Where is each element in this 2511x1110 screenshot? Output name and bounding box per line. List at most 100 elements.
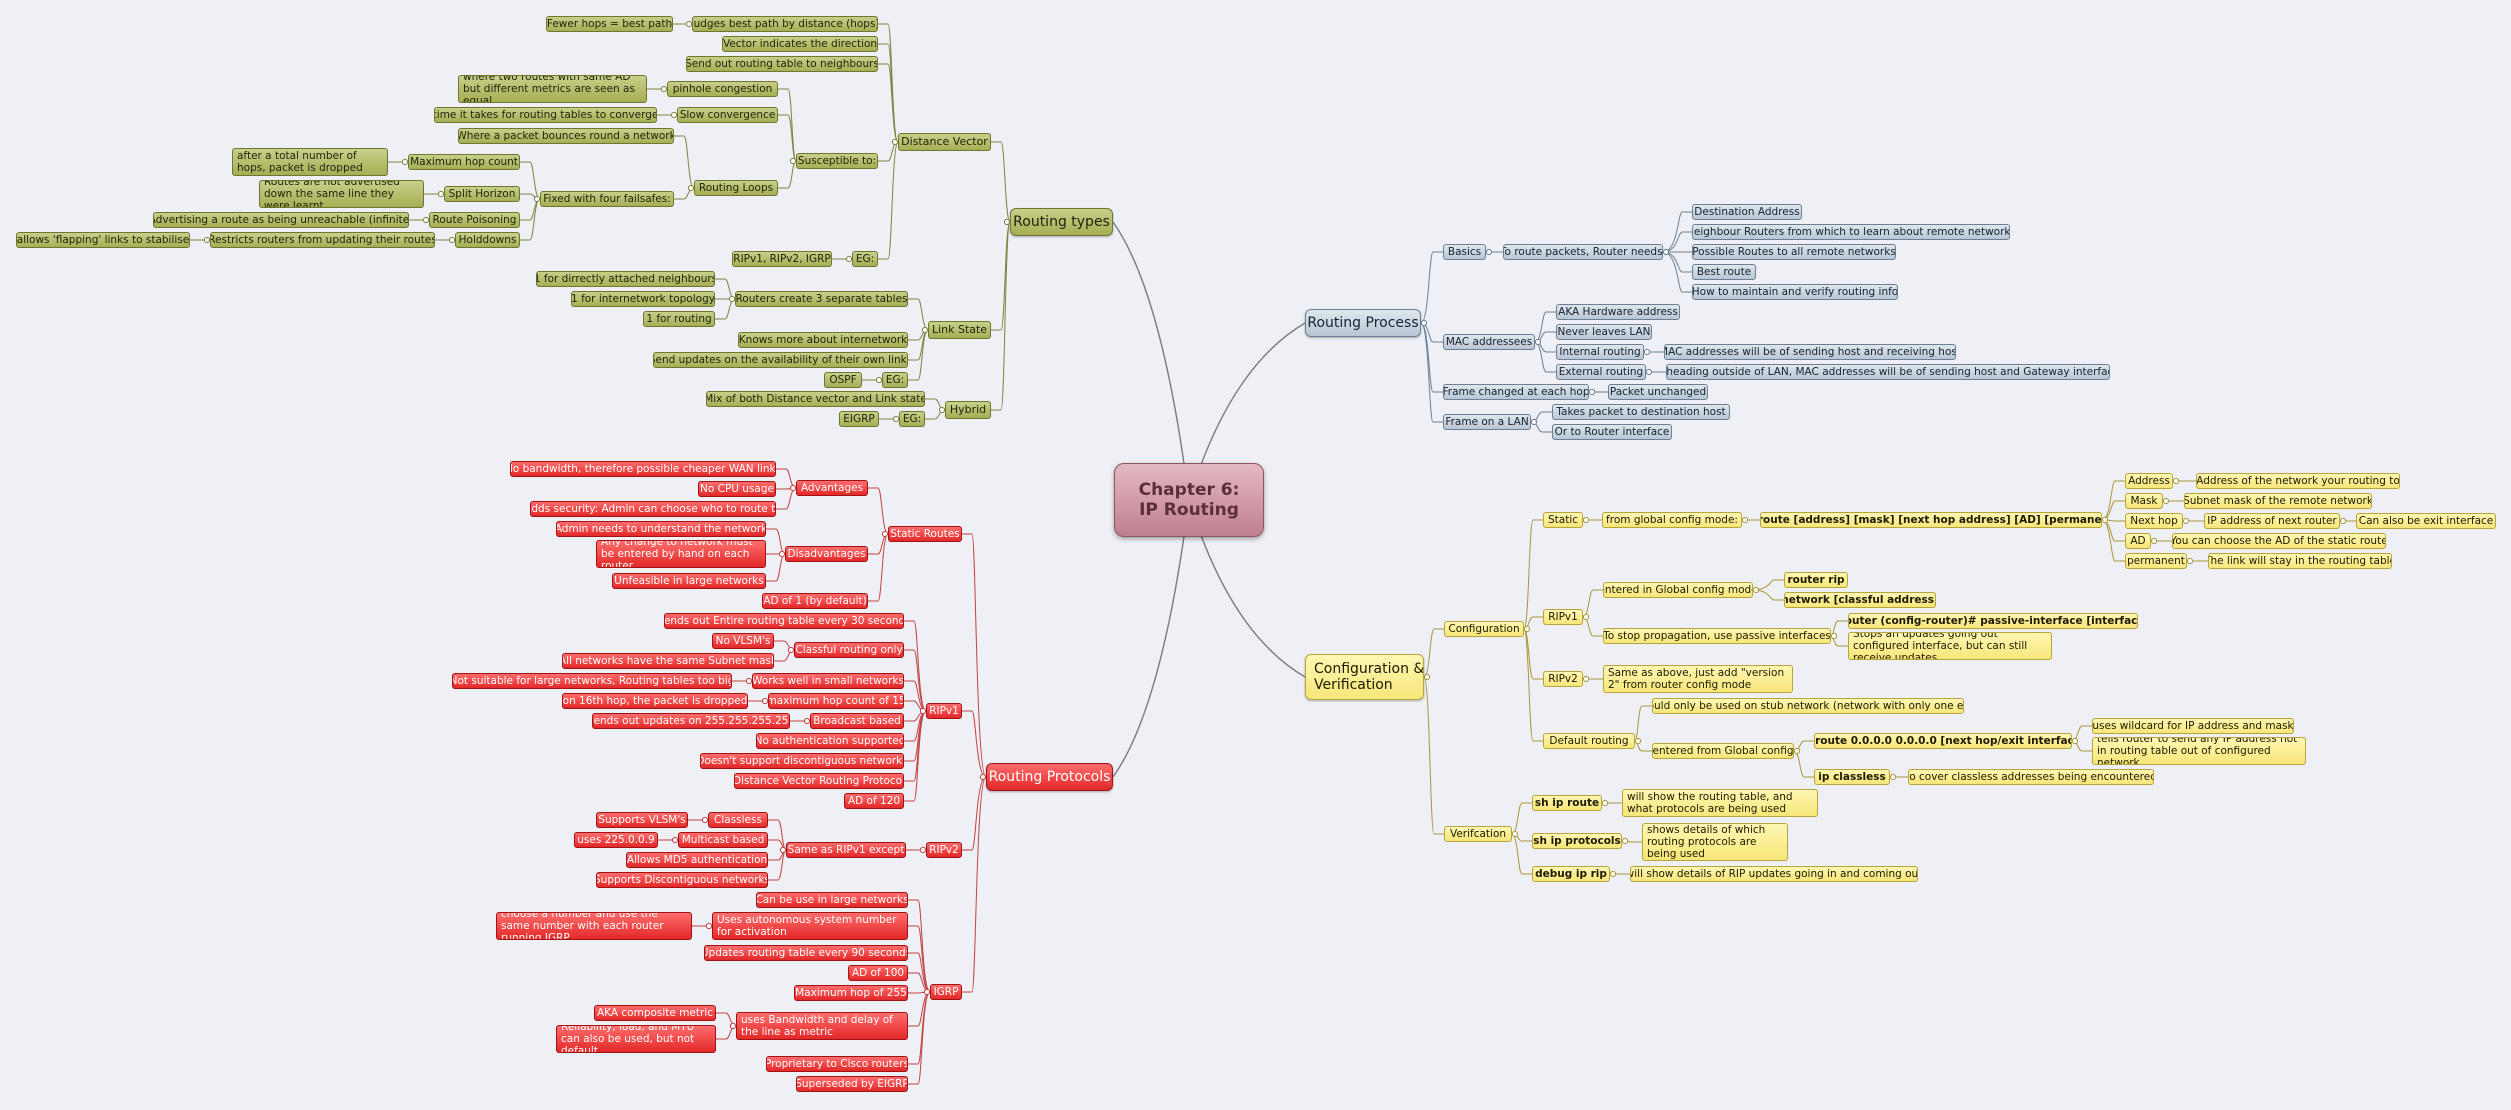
slow-convergence-node[interactable]: Slow convergence xyxy=(677,107,778,123)
classless-desc-node[interactable]: to cover classless addresses being encou… xyxy=(1908,769,2154,785)
debug-rip-node[interactable]: debug ip rip xyxy=(1532,866,1610,882)
mix-both-node[interactable]: Mix of both Distance vector and Link sta… xyxy=(706,391,925,407)
sh-ip-protocols-desc-node[interactable]: shows details of which routing protocols… xyxy=(1642,823,1788,861)
superseded-node[interactable]: Superseded by EIGRP xyxy=(796,1076,908,1092)
routing-loops-node[interactable]: Routing Loops xyxy=(694,180,778,196)
classless-node[interactable]: Classless xyxy=(708,812,768,828)
ip-classless-node[interactable]: ip classless xyxy=(1814,769,1890,785)
ip-route-cmd-node[interactable]: ip route [address] [mask] [next hop addr… xyxy=(1760,512,2102,528)
table-topology-node[interactable]: 1 for internetwork topology xyxy=(571,291,715,307)
cfg-ripv1-node[interactable]: RIPv1 xyxy=(1543,609,1583,625)
address-desc-node[interactable]: Address of the network your routing to xyxy=(2196,473,2400,489)
from-global-node[interactable]: from global config mode: xyxy=(1602,512,1742,528)
hop-255-node[interactable]: Maximum hop of 255 xyxy=(794,985,908,1001)
packet-unchanged-node[interactable]: Packet unchanged xyxy=(1608,384,1708,400)
configuration-verification-node[interactable]: Configuration & Verification xyxy=(1305,654,1424,700)
slow-desc-node[interactable]: time it takes for routing tables to conv… xyxy=(434,107,657,123)
best-route-node[interactable]: Best route xyxy=(1692,264,1756,280)
adv-3-node[interactable]: Adds security: Admin can choose who to r… xyxy=(530,501,776,517)
flapping-node[interactable]: allows 'flapping' links to stabilise xyxy=(16,232,190,248)
igrp-node[interactable]: IGRP xyxy=(930,984,962,1000)
neigh-routers-node[interactable]: Neighbour Routers from which to learn ab… xyxy=(1692,224,2010,240)
broadcast-node[interactable]: Broadcast based xyxy=(810,713,904,729)
mask-node[interactable]: Mask xyxy=(2125,493,2163,509)
judges-best-path-node[interactable]: Judges best path by distance (hops) xyxy=(692,16,878,32)
debug-rip-desc-node[interactable]: will show details of RIP updates going i… xyxy=(1630,866,1918,882)
default-routing-node[interactable]: Default routing xyxy=(1543,733,1635,749)
sh-ip-route-node[interactable]: sh ip route xyxy=(1532,795,1602,811)
entered-global-node[interactable]: entered in Global config mode xyxy=(1603,582,1753,598)
ripv1-node[interactable]: RIPv1 xyxy=(926,703,962,719)
ad-1-node[interactable]: AD of 1 (by default) xyxy=(762,593,868,609)
external-desc-node[interactable]: If heading outside of LAN, MAC addresses… xyxy=(1666,364,2110,380)
adv-2-node[interactable]: No CPU usage xyxy=(698,481,776,497)
same-except-node[interactable]: Same as RIPv1 except xyxy=(786,842,906,858)
static-config-node[interactable]: Static xyxy=(1543,512,1583,528)
large-nets-node[interactable]: Can be use in large networks xyxy=(756,892,908,908)
next-hop-desc-node[interactable]: IP address of next router xyxy=(2204,513,2340,529)
dis-2-node[interactable]: Any change to network must be entered by… xyxy=(596,540,766,568)
permanent-desc-node[interactable]: The link will stay in the routing table xyxy=(2208,553,2392,569)
central-topic[interactable]: Chapter 6: IP Routing xyxy=(1114,463,1264,537)
maintain-node[interactable]: How to maintain and verify routing info xyxy=(1692,284,1898,300)
max-15-node[interactable]: maximum hop count of 15 xyxy=(768,693,904,709)
ad-config-node[interactable]: AD xyxy=(2125,533,2151,549)
classful-node[interactable]: Classful routing only xyxy=(794,642,904,658)
not-large-node[interactable]: Not suitable for large networks, Routing… xyxy=(452,673,732,689)
works-small-node[interactable]: Works well in small networks xyxy=(752,673,904,689)
stop-prop-node[interactable]: To stop propagation, use passive interfa… xyxy=(1603,628,1831,644)
bcast-addr-node[interactable]: Sends out updates on 255.255.255.255 xyxy=(592,713,790,729)
ad-120-node[interactable]: AD of 120 xyxy=(844,793,904,809)
table-routing-node[interactable]: 1 for routing xyxy=(643,311,715,327)
eigrp-node[interactable]: EIGRP xyxy=(839,411,879,427)
dv-eg-list-node[interactable]: RIPv1, RIPv2, IGRP xyxy=(732,251,832,267)
takes-packet-node[interactable]: Takes packet to destination host xyxy=(1552,404,1730,420)
fixed-failsafes-node[interactable]: Fixed with four failsafes: xyxy=(540,191,674,207)
basics-node[interactable]: Basics xyxy=(1443,244,1486,260)
holddowns-desc-node[interactable]: Restricts routers from updating their ro… xyxy=(210,232,435,248)
external-routing-node[interactable]: External routing xyxy=(1556,364,1646,380)
disadvantages-node[interactable]: Disadvantages xyxy=(785,546,868,562)
same-subnet-node[interactable]: All networks have the same Subnet mask xyxy=(562,653,774,669)
tells-router-node[interactable]: tells router to send any IP address not … xyxy=(2092,737,2306,765)
frame-changed-node[interactable]: Frame changed at each hop xyxy=(1443,384,1589,400)
supports-vlsm-node[interactable]: Supports VLSM's xyxy=(596,812,688,828)
ls-eg-node[interactable]: EG: xyxy=(882,372,908,388)
possible-routes-node[interactable]: Possible Routes to all remote networks xyxy=(1692,244,1896,260)
internal-routing-node[interactable]: Internal routing xyxy=(1556,344,1644,360)
poison-desc-node[interactable]: Advertising a route as being unreachable… xyxy=(153,212,409,228)
cfg-ripv2-node[interactable]: RIPv2 xyxy=(1543,671,1583,687)
dest-addr-node[interactable]: Destination Address xyxy=(1692,204,1802,220)
bw-delay-node[interactable]: uses Bandwidth and delay of the line as … xyxy=(736,1012,908,1040)
passive-cmd-node[interactable]: Router (config-router)# passive-interfac… xyxy=(1848,613,2138,629)
susceptible-to-node[interactable]: Susceptible to: xyxy=(796,153,878,169)
routing-types-node[interactable]: Routing types xyxy=(1010,208,1113,236)
dis-3-node[interactable]: Unfeasible in large networks xyxy=(612,573,766,589)
send-updates-avail-node[interactable]: Send updates on the availability of thei… xyxy=(653,352,908,368)
ad-100-node[interactable]: AD of 100 xyxy=(848,965,908,981)
holddowns-node[interactable]: Holddowns xyxy=(455,232,520,248)
configuration-node[interactable]: Configuration xyxy=(1444,621,1524,637)
asn-node[interactable]: Uses autonomous system number for activa… xyxy=(712,912,908,940)
ripv2-node[interactable]: RIPv2 xyxy=(926,842,962,858)
wildcard-node[interactable]: uses wildcard for IP address and mask xyxy=(2092,718,2294,734)
entered-from-global-node[interactable]: entered from Global config xyxy=(1652,743,1794,759)
dv-eg-node[interactable]: EG: xyxy=(852,251,878,267)
asn-desc-node[interactable]: choose a number and use the same number … xyxy=(496,912,692,940)
verification-node[interactable]: Verifcation xyxy=(1444,826,1512,842)
mask-desc-node[interactable]: Subnet mask of the remote network xyxy=(2184,493,2372,509)
upd-90-node[interactable]: Updates routing table every 90 seconds xyxy=(704,945,908,961)
same-v2-node[interactable]: Same as above, just add "version 2" from… xyxy=(1603,665,1793,693)
address-node[interactable]: Address xyxy=(2125,473,2173,489)
multicast-node[interactable]: Multicast based xyxy=(678,832,768,848)
no-auth-node[interactable]: No authentication supported xyxy=(756,733,904,749)
pinhole-node[interactable]: pinhole congestion xyxy=(667,81,778,97)
network-cmd-node[interactable]: network [classful address] xyxy=(1784,592,1936,608)
hybrid-node[interactable]: Hybrid xyxy=(945,401,991,419)
route-poisoning-node[interactable]: Route Poisoning xyxy=(429,212,520,228)
split-desc-node[interactable]: Routes are not advertised down the same … xyxy=(259,180,424,208)
knows-more-node[interactable]: Knows more about internetwork xyxy=(738,332,908,348)
sh-ip-protocols-node[interactable]: sh ip protocols xyxy=(1532,833,1622,849)
ad-desc-node[interactable]: You can choose the AD of the static rout… xyxy=(2172,533,2386,549)
default-cmd-node[interactable]: ip route 0.0.0.0 0.0.0.0 [next hop/exit … xyxy=(1814,733,2072,749)
